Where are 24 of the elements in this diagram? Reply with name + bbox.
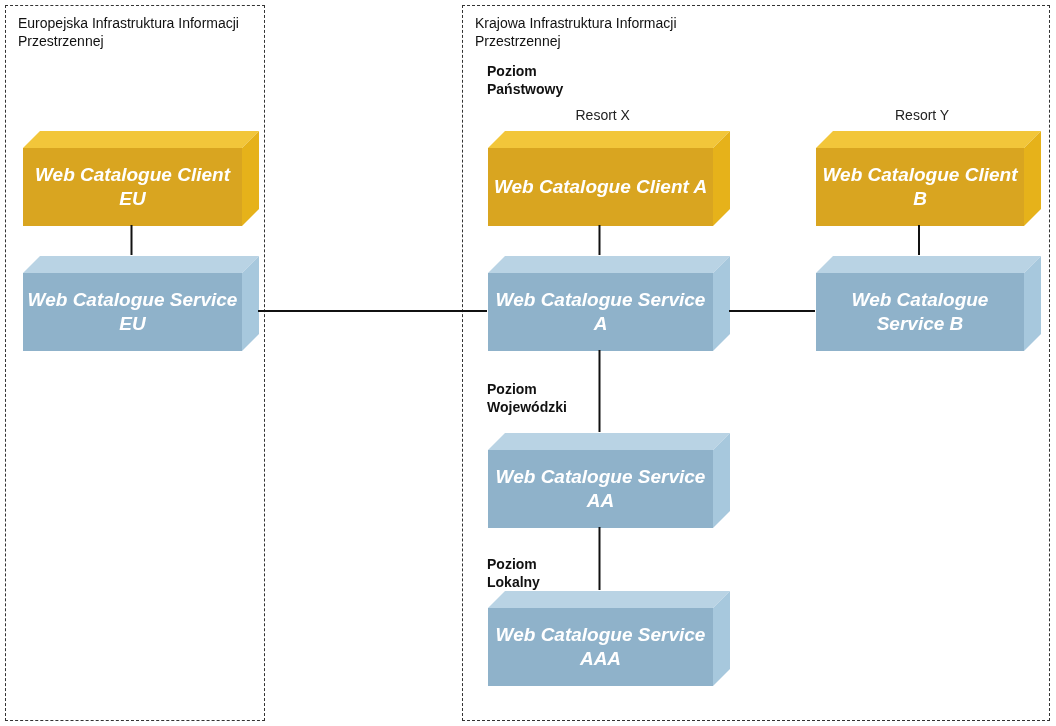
connector-line [598, 224, 601, 256]
connector-line [598, 526, 601, 591]
resort-label: Resort Y [895, 107, 950, 123]
block-label: Web Catalogue Service AAA [494, 623, 707, 671]
block-label: Web Catalogue Service B [850, 288, 990, 336]
level-label: Poziom Lokalny [487, 555, 541, 592]
connector-line [728, 310, 816, 312]
connector-line [598, 349, 601, 433]
dashed-region [462, 5, 1050, 721]
level-label: Poziom Wojewódzki [487, 380, 568, 417]
connector-line [130, 224, 133, 256]
region-title: Europejska Infrastruktura Informacji Przestrzennej [18, 14, 240, 51]
block-label: Web Catalogue Client EU [34, 163, 232, 211]
block-label: Web Catalogue Service A [494, 288, 707, 336]
region-title: Krajowa Infrastruktura Informacji Przestrzennej [475, 14, 678, 51]
dashed-region [5, 5, 265, 721]
connector-line [257, 310, 488, 312]
connector-line [918, 224, 920, 256]
resort-label: Resort X [575, 107, 630, 123]
block-label: Web Catalogue Service AA [494, 465, 707, 513]
block-label: Web Catalogue Client B [821, 163, 1019, 211]
level-label: Poziom Państwowy [487, 62, 565, 99]
block-label: Web Catalogue Service EU [27, 288, 238, 336]
block-label: Web Catalogue Client A [493, 175, 708, 199]
